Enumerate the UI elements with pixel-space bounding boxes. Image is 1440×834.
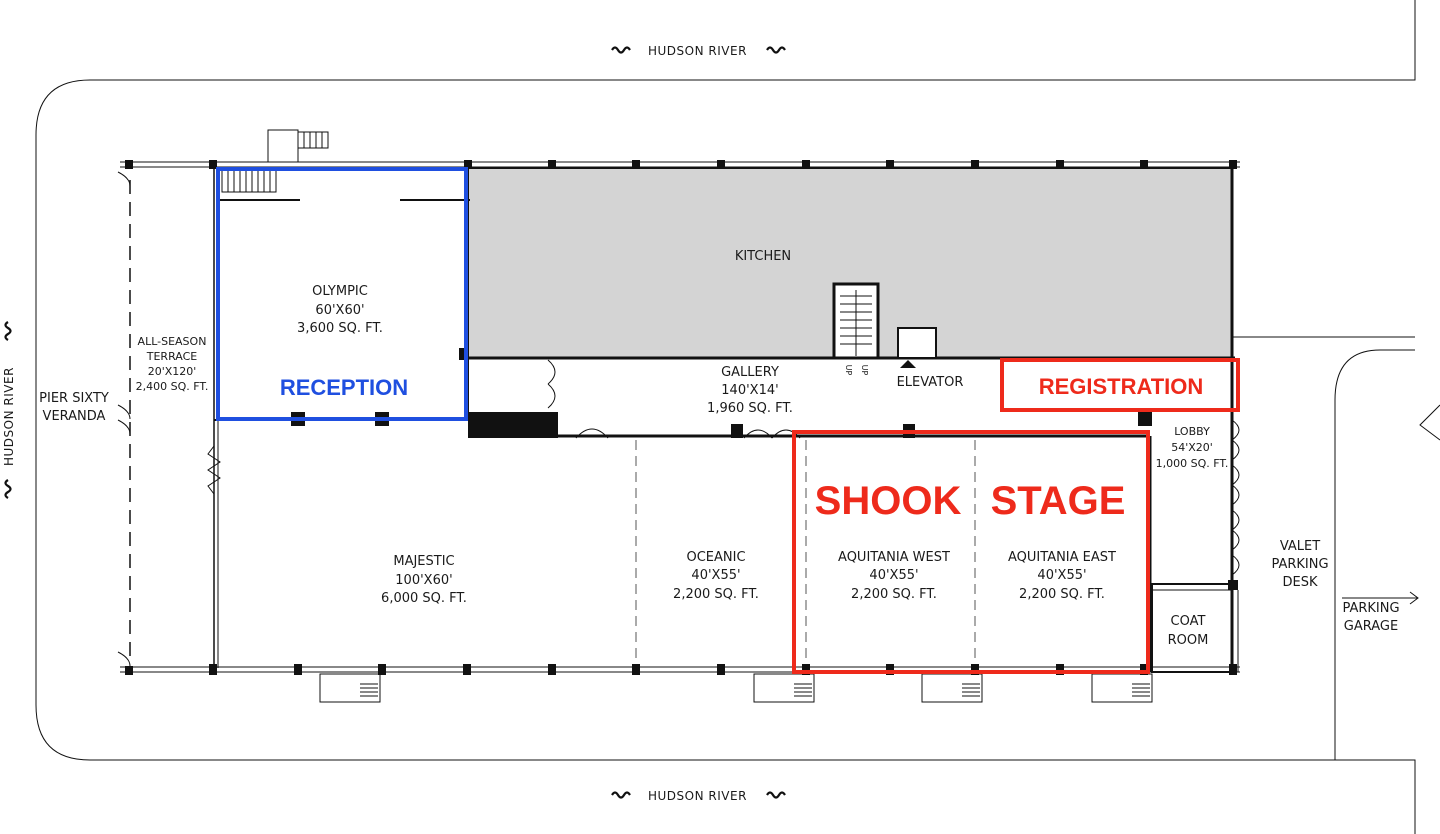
stair-up-label: UP	[860, 365, 869, 376]
gallery-dims: 140'X14'	[721, 383, 778, 398]
coat-room-walls	[1151, 583, 1233, 673]
lobby-doors	[1231, 419, 1240, 576]
valet-label: DESK	[1282, 575, 1317, 590]
oceanic-area: 2,200 SQ. FT.	[673, 587, 759, 602]
registration-box	[1000, 358, 1240, 412]
elevator-arrow-icon	[900, 360, 916, 368]
gallery-name: GALLERY	[721, 365, 779, 380]
garage-outline	[1334, 349, 1415, 760]
river-label-bottom: HUDSON RIVER	[648, 789, 747, 803]
veranda-name: PIER SIXTY	[39, 391, 109, 406]
oceanic-dims: 40'X55'	[691, 568, 740, 583]
olympic-name: OLYMPIC	[312, 284, 368, 299]
terrace-area: 2,400 SQ. FT.	[136, 380, 209, 393]
lobby-area: 1,000 SQ. FT.	[1156, 457, 1229, 470]
kitchen-stairs	[832, 282, 880, 360]
stair-up-label: UP	[844, 365, 853, 376]
gallery-area: 1,960 SQ. FT.	[707, 401, 793, 416]
south-exterior-stairs	[319, 673, 1153, 703]
gallery-doors	[547, 359, 801, 439]
road-break	[1419, 404, 1440, 441]
majestic-west-doors	[207, 445, 221, 495]
aquitania-west-dims: 40'X55'	[869, 568, 918, 583]
lobby-dims: 54'X20'	[1171, 441, 1213, 454]
olympic-dims: 60'X60'	[315, 303, 364, 318]
pier-outline	[35, 0, 1416, 834]
olympic-area: 3,600 SQ. FT.	[297, 321, 383, 336]
majestic-area: 6,000 SQ. FT.	[381, 591, 467, 606]
valet-label: VALET	[1280, 539, 1320, 554]
wave-icon	[4, 46, 786, 799]
coat-room-name: COAT	[1171, 614, 1206, 629]
gallery-solid-block	[468, 412, 558, 438]
terrace-doors	[117, 171, 131, 667]
parking-label: GARAGE	[1344, 619, 1398, 634]
parking-label: PARKING	[1342, 601, 1399, 616]
river-label-left: HUDSON RIVER	[2, 367, 16, 466]
lobby-name: LOBBY	[1174, 425, 1210, 438]
north-exterior-stairs	[267, 129, 329, 163]
river-label-top: HUDSON RIVER	[648, 44, 747, 58]
elevator-shaft	[897, 327, 937, 359]
majestic-dims: 100'X60'	[395, 573, 452, 588]
aquitania-east-name: AQUITANIA EAST	[1008, 550, 1116, 565]
aquitania-east-area: 2,200 SQ. FT.	[1019, 587, 1105, 602]
coat-room-name: ROOM	[1168, 633, 1209, 648]
parking-arrow-icon	[1342, 591, 1419, 605]
olympic-stairs	[221, 169, 277, 193]
aquitania-east-dims: 40'X55'	[1037, 568, 1086, 583]
shook-stage-box	[792, 430, 1150, 674]
terrace-name: TERRACE	[146, 350, 198, 363]
stage-label-shook: SHOOK	[815, 479, 962, 523]
terrace-name: ALL-SEASON	[138, 335, 207, 348]
terrace-dims: 20'X120'	[148, 365, 197, 378]
kitchen-label: KITCHEN	[735, 249, 791, 264]
reception-box	[216, 167, 468, 421]
stage-label-stage: STAGE	[991, 479, 1126, 523]
veranda-name: VERANDA	[43, 409, 106, 424]
majestic-name: MAJESTIC	[393, 554, 454, 569]
oceanic-name: OCEANIC	[686, 550, 745, 565]
elevator-label: ELEVATOR	[897, 375, 964, 390]
reception-label: RECEPTION	[280, 375, 408, 400]
aquitania-west-name: AQUITANIA WEST	[838, 550, 950, 565]
aquitania-west-area: 2,200 SQ. FT.	[851, 587, 937, 602]
valet-label: PARKING	[1271, 557, 1328, 572]
registration-label: REGISTRATION	[1039, 374, 1204, 399]
